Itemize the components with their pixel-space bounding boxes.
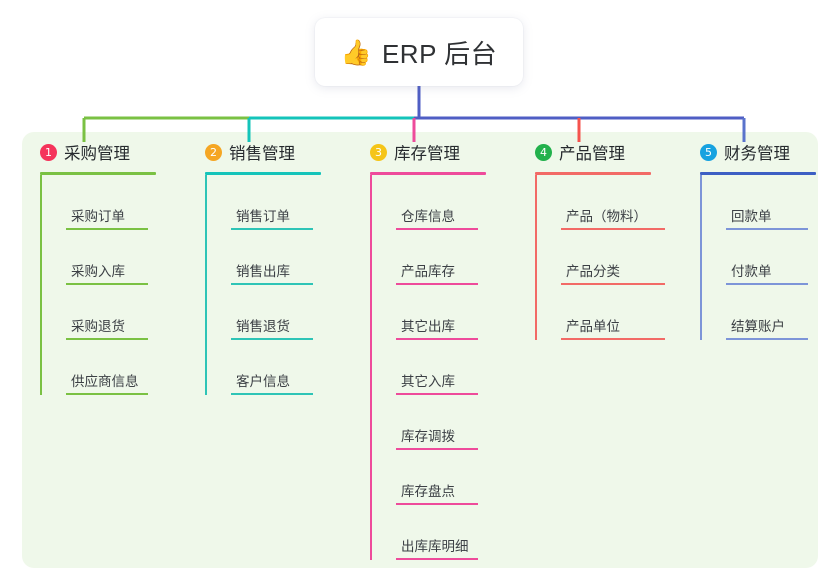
- column-item-list: 产品（物料） 产品分类产品单位: [535, 175, 682, 340]
- column-title: 销售管理: [229, 145, 295, 163]
- column-header[interactable]: 3 库存管理: [352, 132, 517, 172]
- thumbs-up-icon: 👍: [340, 37, 372, 67]
- column-header-rule: [700, 172, 816, 175]
- column-item-list: 回款单付款单结算账户: [700, 175, 818, 340]
- list-item[interactable]: 库存调拨: [396, 395, 517, 450]
- list-item[interactable]: 其它入库: [396, 340, 517, 395]
- list-item[interactable]: 产品库存: [396, 230, 517, 285]
- list-item-rule: [396, 283, 478, 285]
- column-item-list: 仓库信息产品库存其它出库其它入库库存调拨库存盘点出库库明细: [370, 175, 517, 560]
- column-title: 采购管理: [64, 145, 130, 163]
- list-item-label: 产品单位: [566, 319, 620, 334]
- category-columns: 1 采购管理采购订单采购入库采购退货供应商信息 2 销售管理销售订单销售出库销售退货客…: [22, 132, 818, 568]
- list-item-rule: [231, 393, 313, 395]
- list-item[interactable]: 客户信息: [231, 340, 352, 395]
- list-item[interactable]: 产品分类: [561, 230, 682, 285]
- list-item-label: 采购入库: [71, 264, 125, 279]
- column-title: 财务管理: [724, 145, 790, 163]
- list-item-rule: [231, 228, 313, 230]
- list-item[interactable]: 付款单: [726, 230, 818, 285]
- category-column: 1 采购管理采购订单采购入库采购退货供应商信息: [22, 132, 187, 568]
- list-item[interactable]: 库存盘点: [396, 450, 517, 505]
- list-item-label: 出库库明细: [401, 539, 469, 554]
- column-item-list: 采购订单采购入库采购退货供应商信息: [40, 175, 187, 395]
- page-title: ERP 后台: [381, 38, 498, 69]
- list-item-rule: [396, 338, 478, 340]
- column-title: 产品管理: [559, 145, 625, 163]
- category-column: 2 销售管理销售订单销售出库销售退货客户信息: [187, 132, 352, 568]
- column-number-badge: 1: [40, 143, 57, 161]
- column-header[interactable]: 4 产品管理: [517, 132, 682, 172]
- list-item[interactable]: 销售退货: [231, 285, 352, 340]
- list-item-rule: [66, 338, 148, 340]
- list-item[interactable]: 供应商信息: [66, 340, 187, 395]
- list-item-label: 供应商信息: [71, 374, 139, 389]
- list-item[interactable]: 销售出库: [231, 230, 352, 285]
- list-item[interactable]: 产品（物料）: [561, 175, 682, 230]
- list-item-label: 回款单: [731, 209, 772, 224]
- column-header-rule: [370, 172, 486, 175]
- list-item-label: 付款单: [731, 264, 772, 279]
- list-item[interactable]: 其它出库: [396, 285, 517, 340]
- list-item-label: 采购退货: [71, 319, 125, 334]
- list-item-label: 其它出库: [401, 319, 455, 334]
- column-number-badge: 2: [205, 143, 222, 161]
- list-item-rule: [396, 558, 478, 560]
- list-item-rule: [231, 338, 313, 340]
- column-number-badge: 3: [370, 143, 387, 161]
- column-header-rule: [535, 172, 651, 175]
- list-item[interactable]: 仓库信息: [396, 175, 517, 230]
- list-item[interactable]: 产品单位: [561, 285, 682, 340]
- column-header[interactable]: 1 采购管理: [22, 132, 187, 172]
- list-item-rule: [561, 228, 665, 230]
- category-column: 4 产品管理产品（物料） 产品分类产品单位: [517, 132, 682, 568]
- list-item[interactable]: 采购订单: [66, 175, 187, 230]
- column-header[interactable]: 2 销售管理: [187, 132, 352, 172]
- list-item-rule: [396, 393, 478, 395]
- list-item-label: 产品（物料）: [566, 209, 647, 224]
- list-item-label: 库存调拨: [401, 429, 455, 444]
- list-item-label: 销售退货: [236, 319, 290, 334]
- list-item[interactable]: 出库库明细: [396, 505, 517, 560]
- column-number-badge: 4: [535, 143, 552, 161]
- list-item-label: 客户信息: [236, 374, 290, 389]
- list-item-rule: [726, 228, 808, 230]
- list-item[interactable]: 回款单: [726, 175, 818, 230]
- list-item-label: 销售订单: [236, 209, 290, 224]
- list-item-rule: [66, 283, 148, 285]
- list-item-rule: [396, 448, 478, 450]
- list-item-rule: [726, 338, 808, 340]
- list-item-rule: [396, 503, 478, 505]
- list-item-rule: [396, 228, 478, 230]
- diagram-panel: [22, 132, 818, 568]
- list-item-label: 销售出库: [236, 264, 290, 279]
- list-item-label: 仓库信息: [401, 209, 455, 224]
- list-item[interactable]: 采购退货: [66, 285, 187, 340]
- list-item-rule: [66, 228, 148, 230]
- list-item-label: 结算账户: [731, 319, 785, 334]
- category-column: 3 库存管理仓库信息产品库存其它出库其它入库库存调拨库存盘点出库库明细: [352, 132, 517, 568]
- column-header-rule: [40, 172, 156, 175]
- column-header-rule: [205, 172, 321, 175]
- list-item-rule: [561, 283, 665, 285]
- list-item-rule: [231, 283, 313, 285]
- list-item-rule: [66, 393, 148, 395]
- list-item-label: 产品库存: [401, 264, 455, 279]
- list-item[interactable]: 销售订单: [231, 175, 352, 230]
- category-column: 5 财务管理回款单付款单结算账户: [682, 132, 818, 568]
- title-card: 👍 ERP 后台: [315, 18, 523, 86]
- column-title: 库存管理: [394, 145, 460, 163]
- list-item[interactable]: 结算账户: [726, 285, 818, 340]
- list-item[interactable]: 采购入库: [66, 230, 187, 285]
- list-item-rule: [561, 338, 665, 340]
- column-number-badge: 5: [700, 143, 717, 161]
- column-item-list: 销售订单销售出库销售退货客户信息: [205, 175, 352, 395]
- list-item-label: 产品分类: [566, 264, 620, 279]
- list-item-label: 库存盘点: [401, 484, 455, 499]
- column-header[interactable]: 5 财务管理: [682, 132, 818, 172]
- list-item-label: 其它入库: [401, 374, 455, 389]
- list-item-label: 采购订单: [71, 209, 125, 224]
- list-item-rule: [726, 283, 808, 285]
